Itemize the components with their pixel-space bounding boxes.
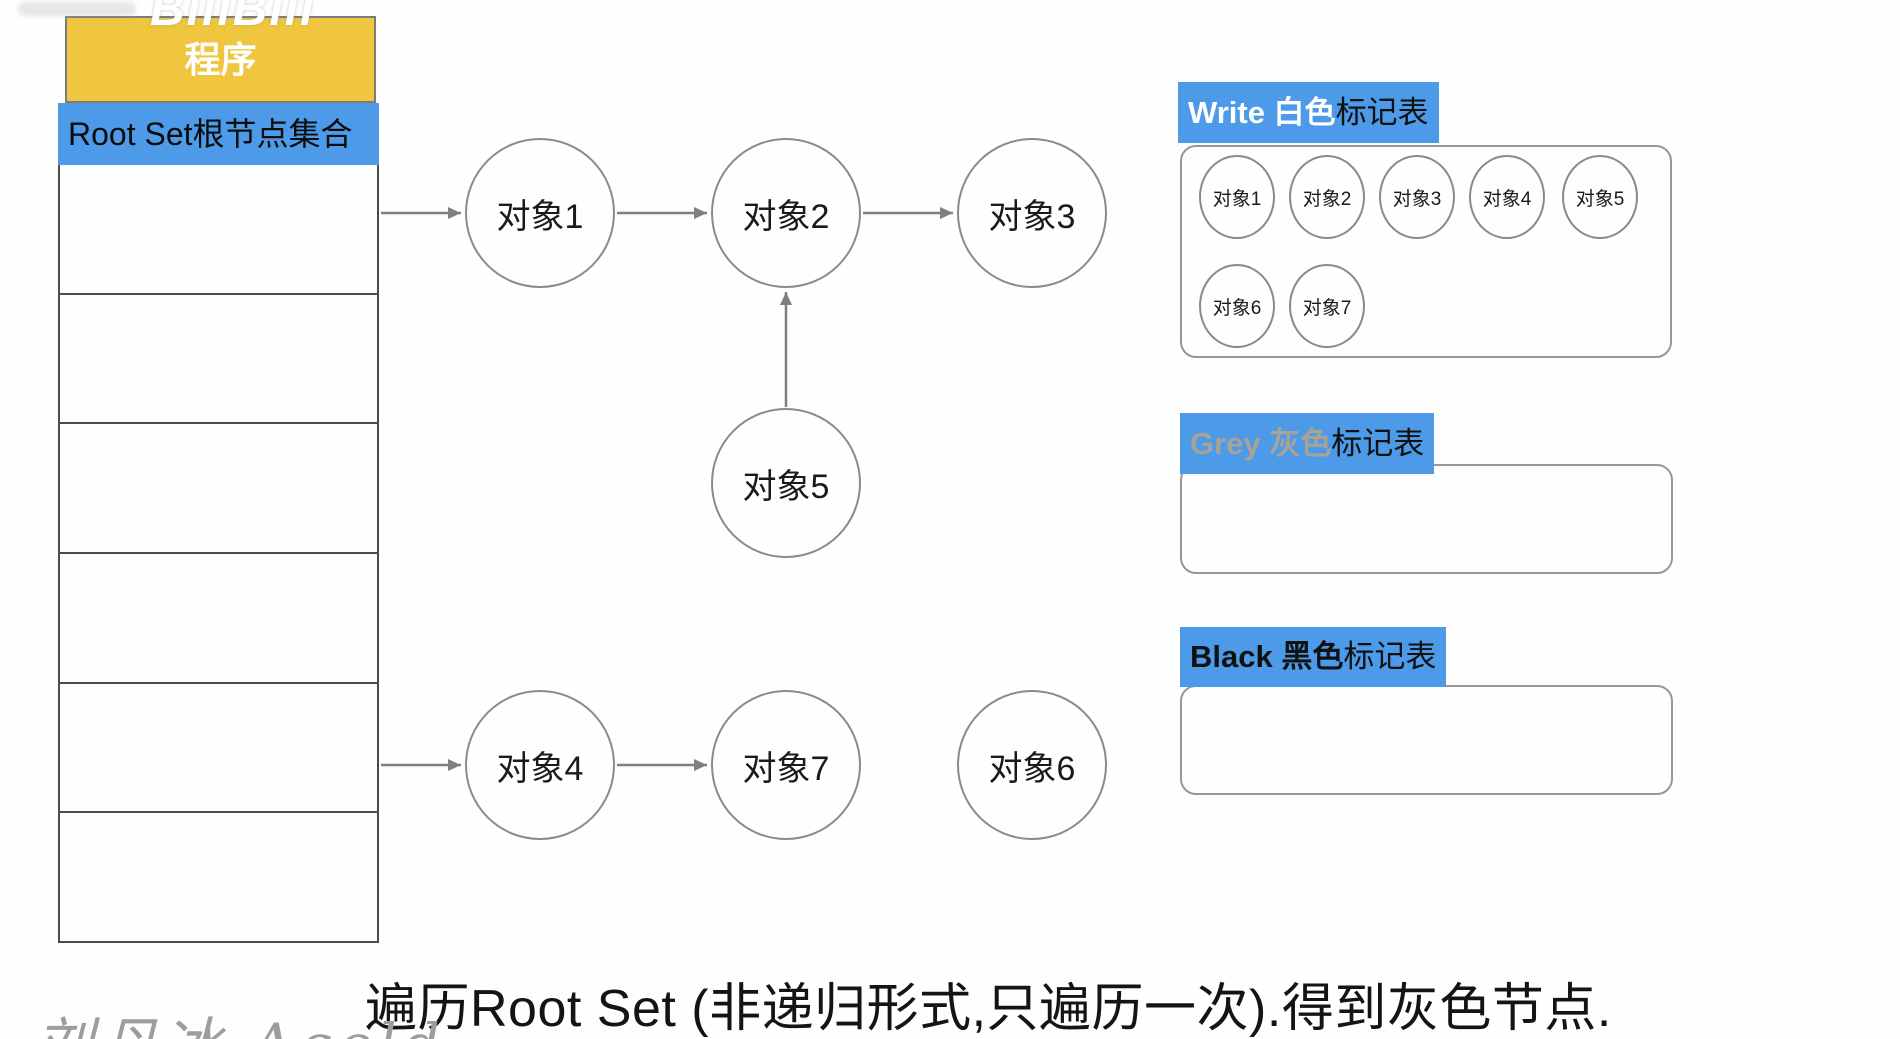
white-table-node-obj6: 对象6 <box>1199 264 1275 348</box>
node-obj6: 对象6 <box>957 690 1107 840</box>
memory-cells <box>58 165 379 943</box>
memory-cell <box>60 683 377 814</box>
black-table-title: Black 黑色标记表 <box>1180 627 1447 687</box>
black-table-title-highlight: Black 黑色 <box>1190 639 1344 674</box>
grey-table-title-highlight: Grey 灰色 <box>1190 426 1332 461</box>
grey-table-title-rest: 标记表 <box>1331 426 1425 461</box>
white-table-title-highlight: Write 白色 <box>1188 95 1336 130</box>
white-table-node-obj3: 对象3 <box>1379 155 1455 239</box>
node-obj4: 对象4 <box>465 690 615 840</box>
node-obj2: 对象2 <box>711 138 861 288</box>
white-table-node-obj7: 对象7 <box>1289 264 1365 348</box>
memory-cell <box>60 554 377 684</box>
node-obj3: 对象3 <box>957 138 1107 288</box>
top-left-watermark-fragment <box>18 2 136 16</box>
grey-table-box <box>1180 464 1673 574</box>
black-table-box <box>1180 685 1673 795</box>
black-table-title-rest: 标记表 <box>1343 639 1437 674</box>
grey-table-title: Grey 灰色标记表 <box>1180 413 1435 474</box>
node-obj7: 对象7 <box>711 690 861 840</box>
program-header: 程序 <box>65 16 376 103</box>
root-set-label: Root Set根节点集合 <box>58 103 379 165</box>
memory-cell <box>60 813 377 942</box>
white-table-node-obj1: 对象1 <box>1199 155 1275 239</box>
white-table-title-rest: 标记表 <box>1335 95 1429 130</box>
memory-cell <box>60 165 377 295</box>
white-table-node-obj4: 对象4 <box>1469 155 1545 239</box>
white-table-node-obj5: 对象5 <box>1562 155 1638 239</box>
white-table-title: Write 白色标记表 <box>1178 82 1439 143</box>
node-obj5: 对象5 <box>711 408 861 558</box>
node-obj1: 对象1 <box>465 138 615 288</box>
author-signature-watermark: 刘丹冰 Aceld <box>35 998 446 1039</box>
memory-cell <box>60 294 377 425</box>
memory-cell <box>60 424 377 555</box>
bilibili-watermark: BiliBili <box>150 0 316 36</box>
caption-text: 遍历Root Set (非递归形式,只遍历一次).得到灰色节点. <box>365 980 1612 1038</box>
white-table-node-obj2: 对象2 <box>1289 155 1365 239</box>
